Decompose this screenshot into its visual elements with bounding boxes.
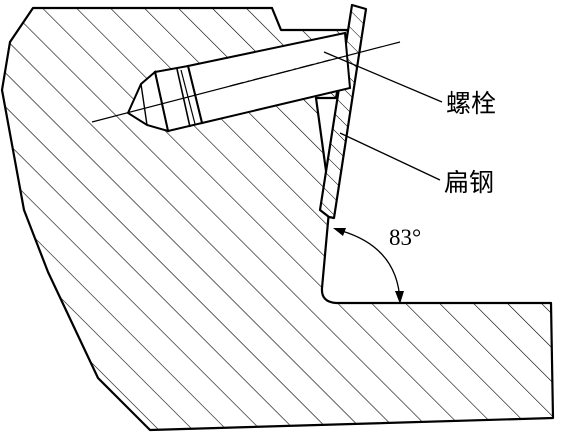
bolt-label: 螺栓	[446, 89, 497, 118]
angle-arrow-lower	[395, 291, 404, 304]
bolt-point-edge	[140, 83, 148, 126]
angle-arrow-upper	[333, 228, 346, 236]
angle-label: 83°	[389, 225, 422, 250]
bolt-leader-line	[323, 51, 443, 103]
flat-steel-leader-line	[339, 132, 441, 181]
bolt-center-dash	[229, 59, 331, 87]
bolt-point	[126, 70, 170, 133]
flat-steel-label: 扁钢	[444, 168, 495, 197]
flat-steel-hatch	[320, 5, 366, 218]
bolt-center-line	[91, 41, 401, 123]
